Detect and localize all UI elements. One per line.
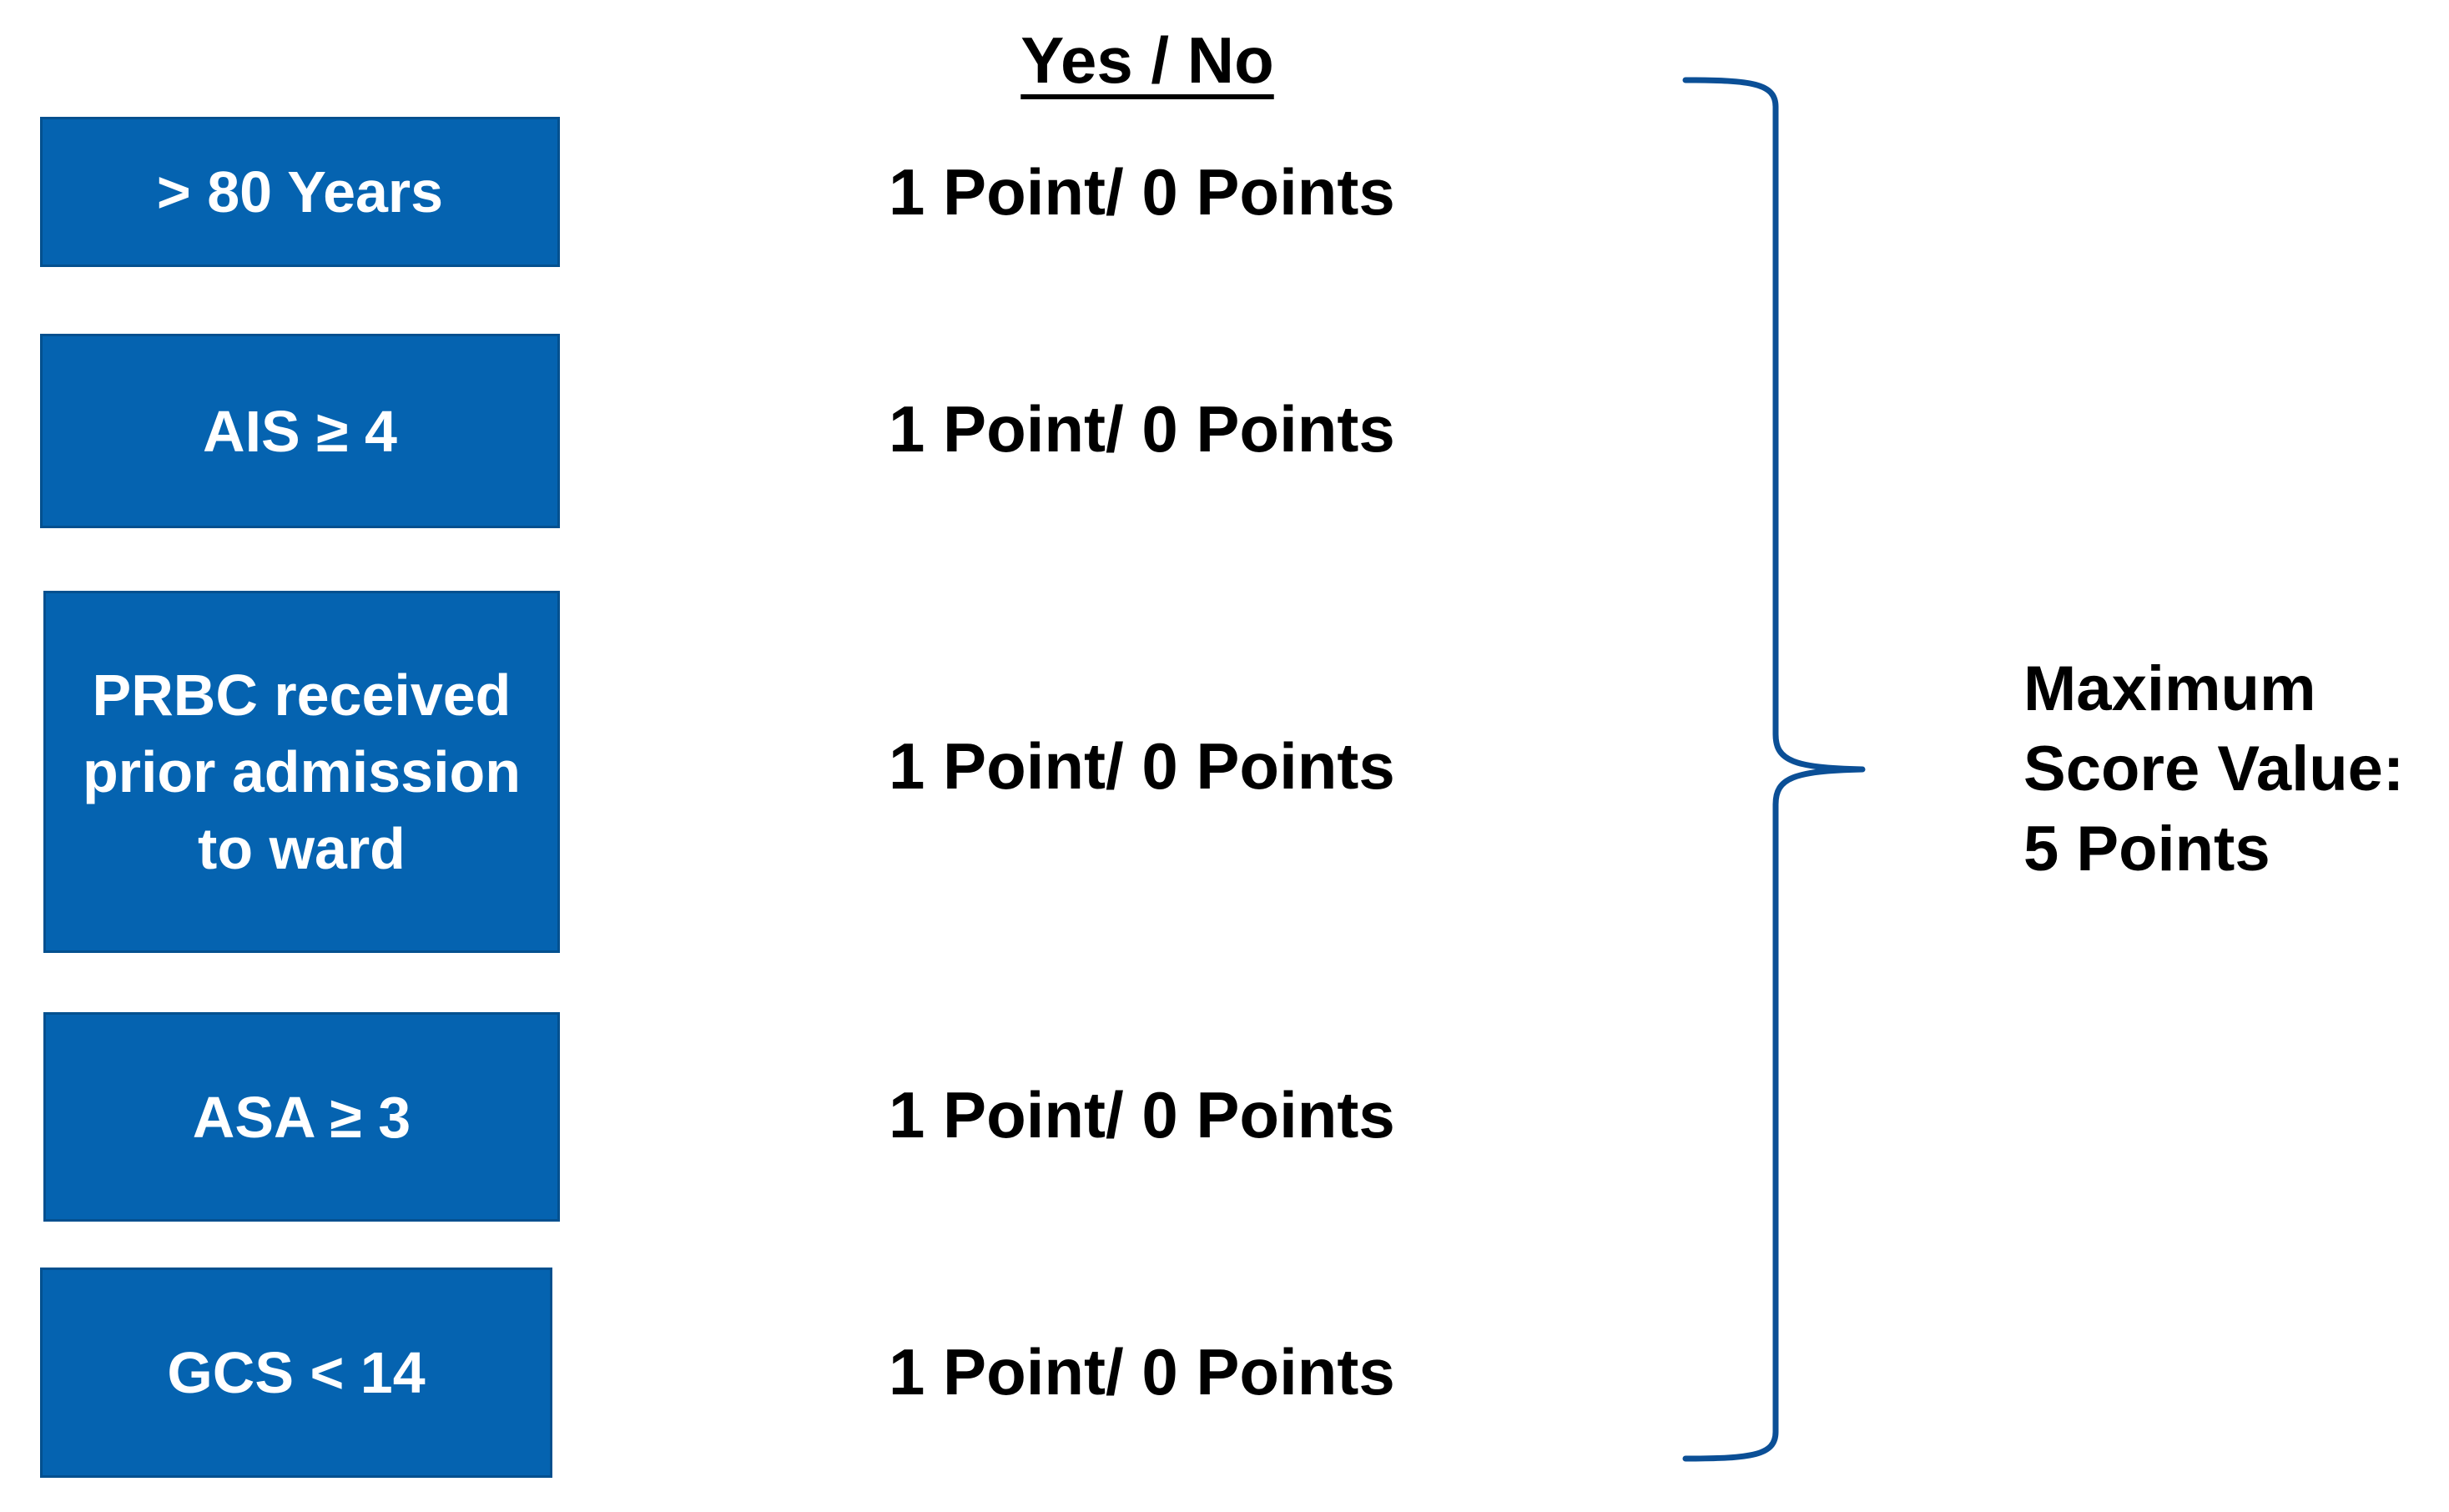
- points-age: 1 Point/ 0 Points: [889, 155, 1395, 229]
- factor-label: PRBC received prior admission to ward: [82, 663, 522, 881]
- points-gcs: 1 Point/ 0 Points: [889, 1335, 1395, 1409]
- factor-label: ASA ≥ 3: [192, 1084, 411, 1150]
- factor-box-age: > 80 Years: [40, 117, 560, 267]
- factor-label: GCS < 14: [167, 1340, 426, 1405]
- yes-no-header: Yes / No: [1020, 23, 1274, 97]
- factor-box-ais: AIS ≥ 4: [40, 334, 560, 528]
- factor-label: > 80 Years: [156, 159, 444, 224]
- summary-line-2: Score Value:: [2023, 733, 2405, 804]
- points-asa: 1 Point/ 0 Points: [889, 1078, 1395, 1152]
- points-prbc: 1 Point/ 0 Points: [889, 729, 1395, 803]
- factor-box-prbc: PRBC received prior admission to ward: [43, 591, 560, 953]
- factor-label: AIS ≥ 4: [203, 398, 397, 464]
- summary-line-1: Maximum: [2023, 653, 2316, 724]
- brace-path: [1682, 77, 1866, 1462]
- points-ais: 1 Point/ 0 Points: [889, 392, 1395, 466]
- summary-line-3: 5 Points: [2023, 814, 2270, 885]
- max-score-summary: Maximum Score Value: 5 Points: [2023, 649, 2441, 890]
- factor-box-gcs: GCS < 14: [40, 1268, 552, 1478]
- factor-box-asa: ASA ≥ 3: [43, 1012, 560, 1222]
